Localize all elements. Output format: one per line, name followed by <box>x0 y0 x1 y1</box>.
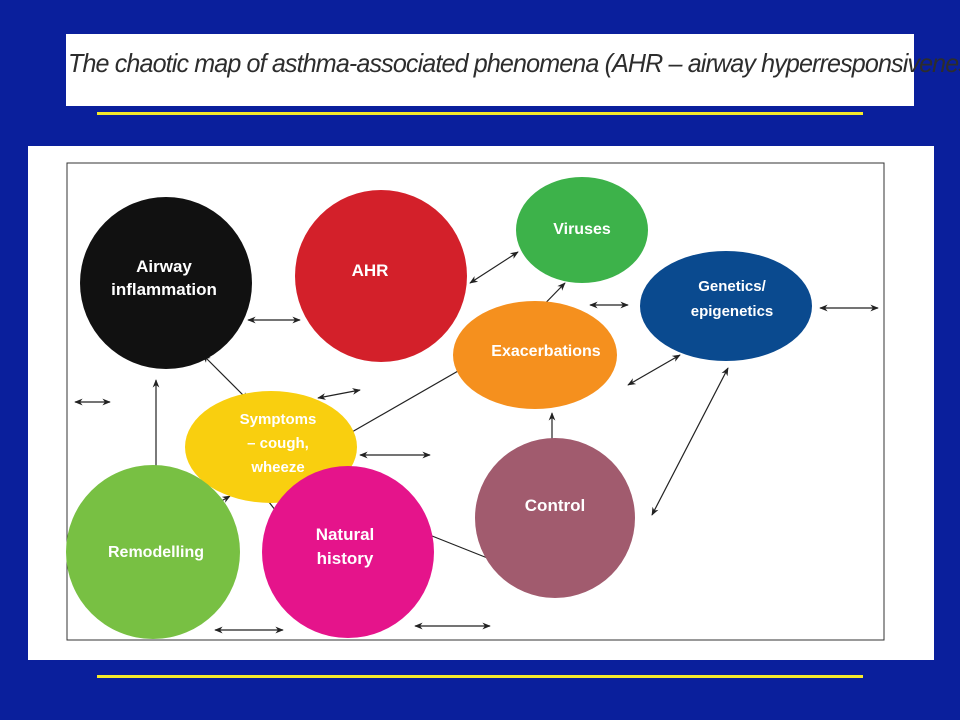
svg-text:AHR: AHR <box>352 261 389 280</box>
node-control: Control <box>475 438 635 598</box>
svg-text:Viruses: Viruses <box>553 221 611 238</box>
arrow-symptoms-exacerbations <box>337 362 473 441</box>
diagram-frame <box>66 162 885 641</box>
ahr-circle <box>295 190 467 362</box>
arrow-inflammation-symptoms <box>202 354 249 401</box>
arrow-ahr-viruses <box>469 251 519 284</box>
remodelling-circle <box>66 465 240 639</box>
svg-text:Exacerbations: Exacerbations <box>491 343 600 360</box>
genetics-ellipse <box>640 251 812 361</box>
slide-title: The chaotic map of asthma-associated phe… <box>68 48 960 78</box>
node-viruses: Viruses <box>516 177 648 283</box>
control-circle <box>475 438 635 598</box>
svg-text:Symptoms– cough,wheeze: Symptoms– cough,wheeze <box>240 411 317 476</box>
node-genetics: Genetics/epigenetics <box>640 251 812 361</box>
arrow-genetics-control <box>651 367 729 516</box>
node-remodelling: Remodelling <box>66 465 240 639</box>
exacerbations-ellipse <box>453 301 617 409</box>
node-exacerbations: Exacerbations <box>453 301 617 409</box>
airway-inflammation-circle <box>80 197 252 369</box>
svg-text:Genetics/epigenetics: Genetics/epigenetics <box>691 278 774 320</box>
bottom-divider <box>97 675 863 678</box>
title-box: The chaotic map of asthma-associated phe… <box>66 34 960 106</box>
viruses-ellipse <box>516 177 648 283</box>
natural-history-circle <box>262 466 434 638</box>
arrow-exacerbations-genetics-lower <box>627 354 681 386</box>
arrow-symptoms-ahr <box>317 388 361 400</box>
svg-text:Remodelling: Remodelling <box>108 544 204 561</box>
node-ahr: AHR <box>295 190 467 362</box>
svg-text:Control: Control <box>525 496 585 515</box>
top-divider <box>97 112 863 115</box>
